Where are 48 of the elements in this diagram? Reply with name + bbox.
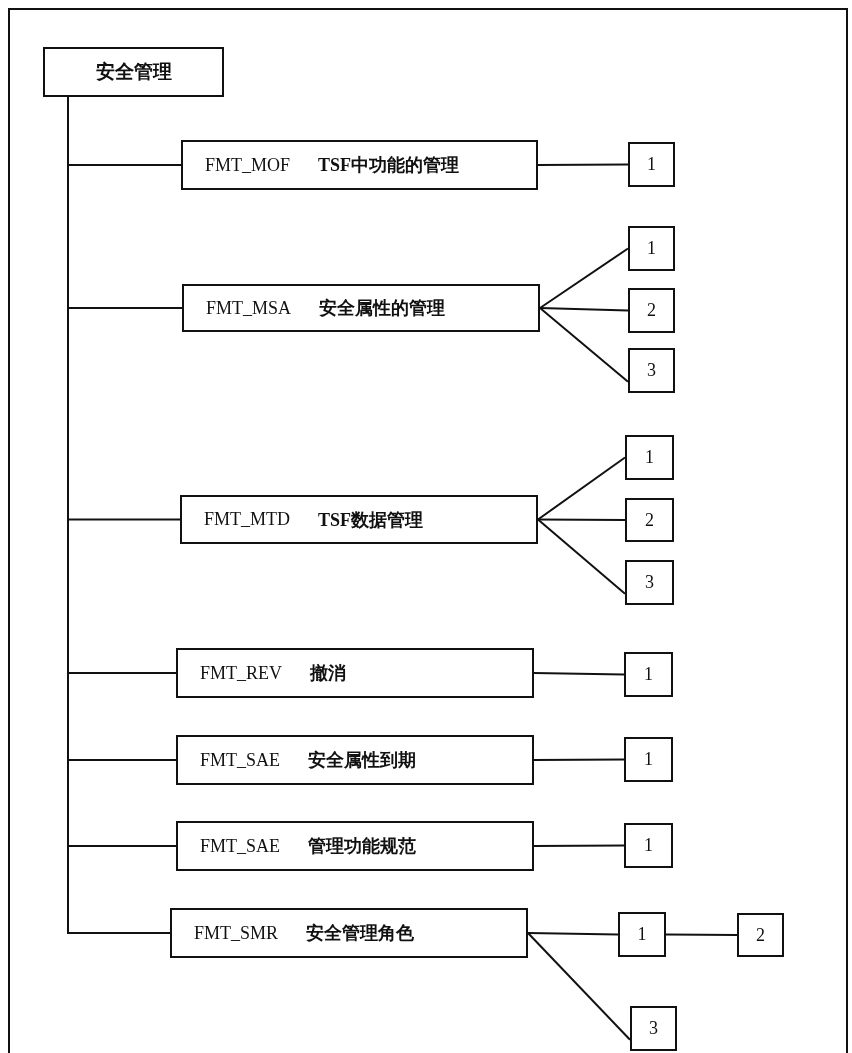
component-name: TSF数据管理 [318,508,424,532]
connector-line [539,307,629,312]
connector-line [527,932,619,936]
component-box [170,908,528,958]
connector-line [533,672,625,676]
connector-line [537,518,626,521]
component-box [182,284,540,332]
component-code: FMT_MSA [206,297,292,319]
connector-line [537,456,626,521]
component-code: FMT_MTD [204,509,290,530]
component-name: 安全属性的管理 [319,297,446,320]
root-box: 安全管理 [43,47,224,97]
number-box: 2 [628,288,675,333]
component-code: FMT_SAE [200,749,280,771]
component-name: 管理功能规范 [308,835,416,858]
component-name: 安全管理角色 [306,922,415,945]
connector-line [533,758,625,761]
number-box: 3 [630,1006,677,1051]
connector-line [527,932,631,1041]
component-box [176,821,534,871]
connector-line [665,933,738,936]
connector-line [539,247,629,309]
number-box: 2 [625,498,674,542]
component-code: FMT_MOF [205,154,291,176]
number-box: 2 [737,913,784,957]
number-box: 1 [625,435,674,480]
component-name: 安全属性到期 [308,749,416,772]
number-box: 1 [624,652,673,697]
component-box [176,735,534,785]
number-box: 1 [628,226,675,271]
number-box: 3 [625,560,674,605]
component-code: FMT_SMR [194,922,279,944]
number-box: 3 [628,348,675,393]
number-box: 1 [618,912,666,957]
number-box: 1 [624,823,673,868]
connector-line [537,518,626,595]
connector-line [539,307,629,383]
component-code: FMT_SAE [200,835,280,857]
connector-line [537,163,629,166]
component-box [180,495,538,544]
component-name: TSF中功能的管理 [318,154,460,177]
number-box: 1 [628,142,675,187]
connector-line [533,844,625,847]
component-box [176,648,534,698]
component-box [181,140,538,190]
number-box: 1 [624,737,673,782]
component-name: 撤消 [310,662,346,685]
component-code: FMT_REV [200,662,282,684]
